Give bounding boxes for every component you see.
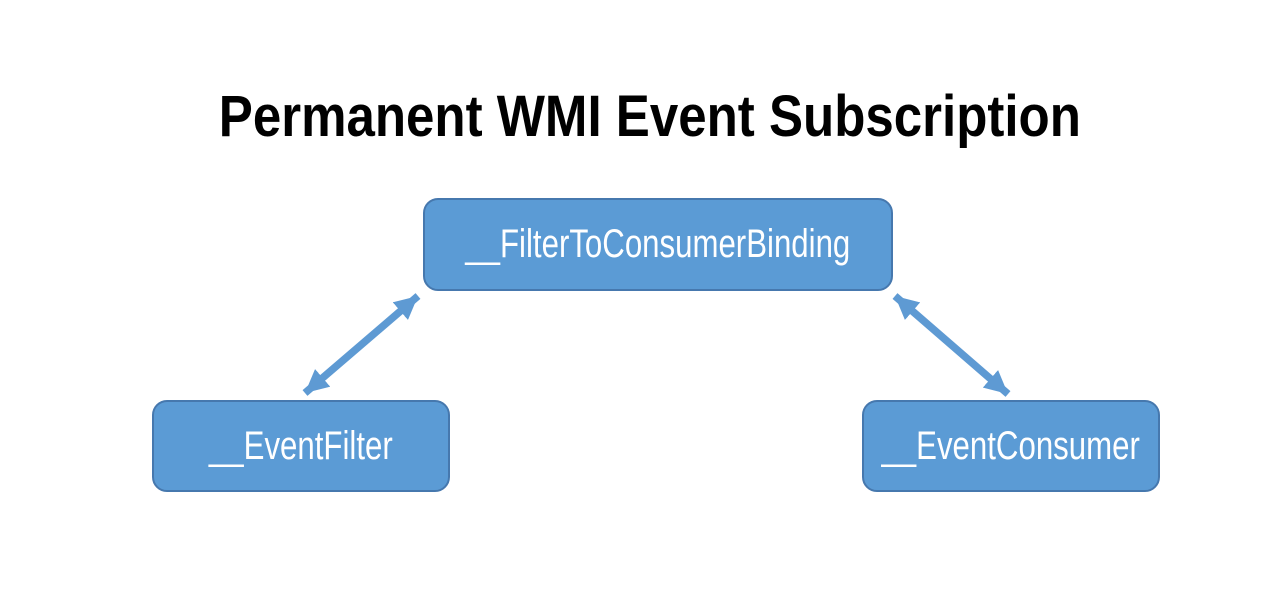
node-event-filter: __EventFilter: [152, 400, 450, 492]
node-event-consumer: __EventConsumer: [862, 400, 1160, 492]
page-title: Permanent WMI Event Subscription: [16, 84, 1268, 151]
node-filter-to-consumer-binding-label: __FilterToConsumerBinding: [465, 222, 851, 266]
double-arrow-consumer-to-binding: [892, 293, 1011, 397]
node-event-consumer-label: __EventConsumer: [881, 423, 1141, 468]
page-title-text: Permanent WMI Event Subscription: [218, 84, 1082, 149]
double-arrow-filter-to-binding: [302, 293, 421, 396]
node-event-filter-label: __EventFilter: [209, 423, 393, 468]
node-filter-to-consumer-binding: __FilterToConsumerBinding: [423, 198, 893, 291]
